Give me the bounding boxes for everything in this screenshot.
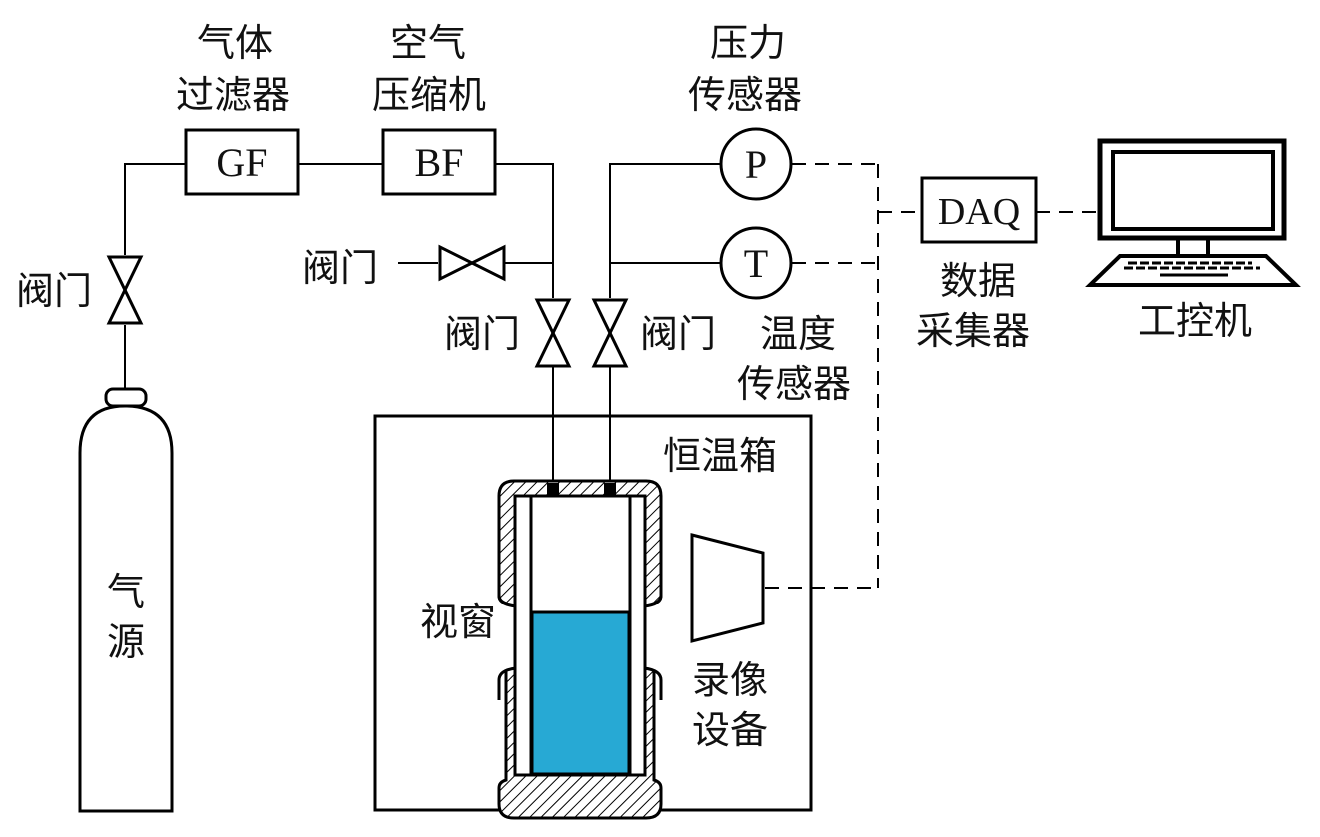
air-compressor-code: BF bbox=[415, 140, 464, 185]
daq-label-line2: 采集器 bbox=[916, 309, 1030, 353]
camera-label-line2: 设备 bbox=[692, 708, 768, 752]
gas-source-cylinder[interactable]: 气 源 bbox=[78, 387, 174, 813]
cylinder-cap bbox=[104, 387, 148, 408]
air-compressor-label-line1: 空气 bbox=[390, 21, 466, 65]
valve-left-label: 阀门 bbox=[16, 269, 92, 313]
view-window-label: 视窗 bbox=[420, 600, 496, 644]
valve-left[interactable]: 阀门 bbox=[16, 255, 144, 325]
valve-icon bbox=[106, 255, 144, 294]
inlet-port bbox=[547, 483, 559, 496]
valve-inlet-label: 阀门 bbox=[444, 312, 520, 356]
industrial-computer[interactable]: 工控机 bbox=[1085, 138, 1301, 343]
pipe-bf-to-inlet-valve bbox=[495, 163, 554, 298]
gas-filter-box bbox=[184, 128, 300, 196]
cell-gap-right bbox=[644, 604, 663, 670]
gas-filter-code: GF bbox=[216, 140, 267, 185]
pipe-valve-to-gf bbox=[124, 163, 186, 255]
flange-edge bbox=[643, 595, 663, 608]
temperature-sensor-code: T bbox=[744, 241, 768, 286]
gas-pipeline bbox=[124, 163, 720, 486]
keyboard-icon bbox=[1085, 254, 1301, 287]
gas-source-label-line2: 源 bbox=[107, 620, 145, 664]
valve-sensor[interactable]: 阀门 bbox=[591, 298, 716, 368]
valve-sensor-label: 阀门 bbox=[640, 312, 716, 356]
temperature-sensor-label-line1: 温度 bbox=[760, 312, 836, 356]
pressure-sensor-code: P bbox=[745, 142, 767, 187]
camera[interactable]: 录像 设备 bbox=[690, 533, 768, 752]
cell-gap-left bbox=[497, 604, 516, 670]
gas-filter-label-line1: 气体 bbox=[197, 21, 273, 65]
valve-icon bbox=[591, 329, 629, 368]
camera-label-line1: 录像 bbox=[692, 658, 768, 702]
gas-filter[interactable]: 气体 过滤器 GF bbox=[176, 21, 300, 196]
pressure-sensor-label-line2: 传感器 bbox=[688, 73, 802, 117]
thermostat-box[interactable]: 恒温箱 bbox=[373, 414, 813, 812]
pressure-sensor-label-line1: 压力 bbox=[710, 21, 786, 65]
daq-code: DAQ bbox=[938, 191, 1020, 233]
view-cell[interactable]: 视窗 bbox=[420, 479, 663, 820]
valve-inlet[interactable]: 阀门 bbox=[444, 298, 572, 368]
valve-icon bbox=[468, 244, 506, 282]
camera-icon bbox=[690, 533, 765, 643]
air-compressor-box bbox=[381, 128, 497, 196]
valve-vent-label: 阀门 bbox=[302, 246, 378, 290]
valve-icon bbox=[534, 329, 572, 368]
air-compressor[interactable]: 空气 压缩机 BF bbox=[372, 21, 497, 196]
data-acquisition[interactable]: DAQ 数据 采集器 bbox=[916, 176, 1038, 353]
flange-edge bbox=[497, 595, 517, 608]
signal-lines bbox=[765, 163, 1102, 589]
air-compressor-label-line2: 压缩机 bbox=[372, 73, 486, 117]
daq-box bbox=[920, 176, 1038, 244]
thermostat-box-label: 恒温箱 bbox=[663, 434, 777, 478]
valve-icon bbox=[534, 298, 572, 337]
flange-edge bbox=[497, 666, 517, 700]
gas-source-label-line1: 气 bbox=[107, 570, 145, 614]
pipe-to-pressure-sensor bbox=[609, 163, 720, 298]
flange-edge bbox=[643, 666, 663, 700]
liquid-fill bbox=[530, 610, 631, 776]
daq-label-line1: 数据 bbox=[940, 259, 1016, 303]
valve-icon bbox=[106, 286, 144, 325]
monitor-screen bbox=[1111, 150, 1275, 231]
valve-icon bbox=[591, 298, 629, 337]
pressure-sensor[interactable]: 压力 传感器 P bbox=[688, 21, 802, 201]
pressure-sensor-circle bbox=[719, 127, 793, 201]
temperature-sensor[interactable]: T 温度 传感器 bbox=[719, 226, 851, 406]
computer-label: 工控机 bbox=[1138, 299, 1252, 343]
valve-vent[interactable]: 阀门 bbox=[302, 244, 506, 290]
valve-icon bbox=[438, 244, 476, 282]
temperature-sensor-circle bbox=[719, 226, 793, 300]
cylinder-body bbox=[78, 404, 174, 813]
gas-filter-label-line2: 过滤器 bbox=[176, 73, 290, 117]
sensor-port bbox=[604, 483, 616, 496]
temperature-sensor-label-line2: 传感器 bbox=[737, 362, 851, 406]
